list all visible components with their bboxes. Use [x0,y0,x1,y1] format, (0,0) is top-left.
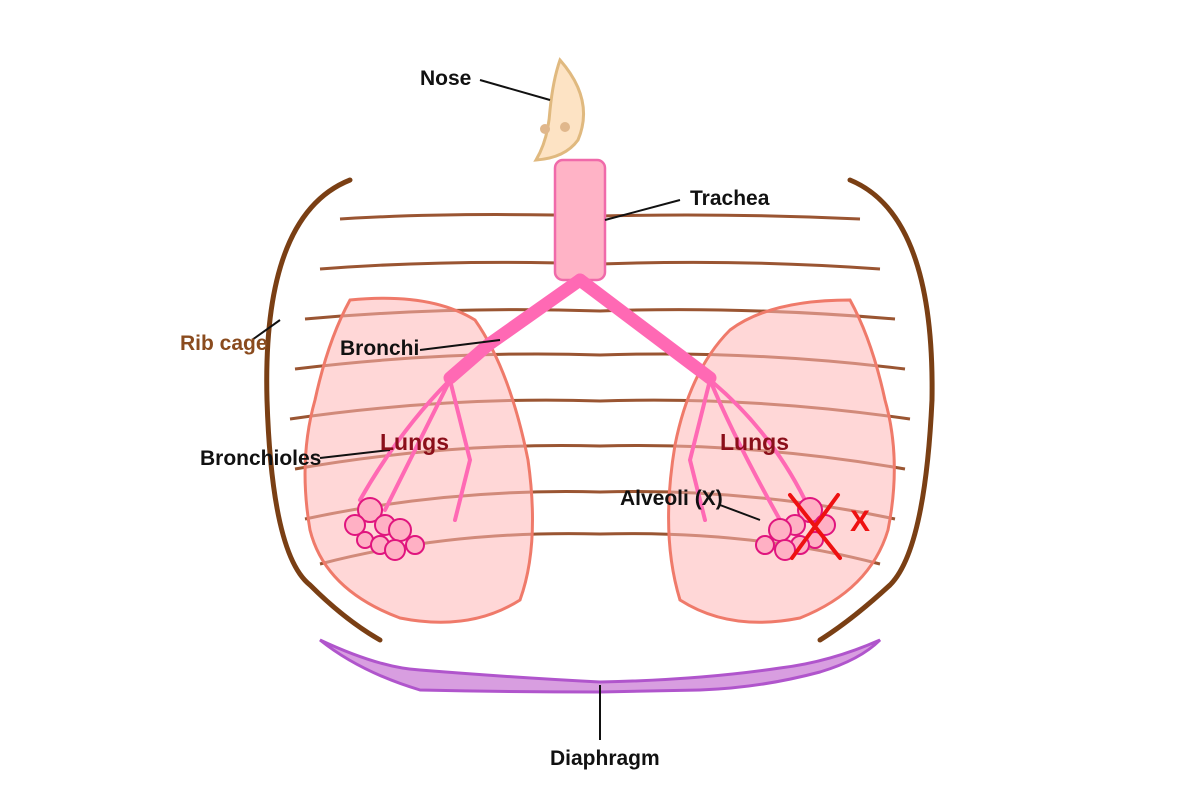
label-diaphragm: Diaphragm [550,747,660,770]
leader-nose [479,79,551,101]
leader-lines [251,79,761,740]
label-trachea: Trachea [690,187,770,210]
label-bronchioles: Bronchioles [200,447,321,470]
nose-icon [533,57,586,162]
alveolus [344,514,366,536]
left-main-bronchus-lower [443,338,495,385]
bronchiole [708,378,807,502]
alveolus [384,539,406,561]
rib-cage-right [817,177,935,643]
leader-bronchioles [319,449,391,459]
label-bronchi: Bronchi [340,337,419,360]
right-bronchioles [687,378,807,522]
bronchiole [383,378,452,512]
label-damage-mark: X [850,505,870,538]
alveolus [774,539,796,561]
left-alveoli [344,497,425,561]
bronchi [443,273,717,385]
leader-rib-cage [251,319,281,341]
label-rib-cage: Rib cage [180,332,268,355]
bronchiole [687,378,712,522]
left-bronchioles [358,378,473,522]
label-lungs-right: Lungs [720,429,789,455]
alveolus [388,518,412,542]
nostril [560,122,570,132]
left-main-bronchus [481,273,587,352]
leader-bronchi [419,339,501,351]
alveolus [405,535,425,555]
nostril [540,124,550,134]
right-main-bronchus [573,273,717,385]
bronchiole [448,378,473,522]
label-nose: Nose [420,67,471,90]
trachea [553,158,607,282]
damage-cross-icon [788,493,842,560]
diaphragm [319,638,882,694]
alveolus [357,497,383,523]
bronchiole [708,378,782,522]
bronchiole [358,378,452,502]
label-lungs-left: Lungs [380,429,449,455]
leader-alveoli [719,504,761,521]
alveolus [768,518,792,542]
leader-trachea [604,199,681,221]
alveolus [755,535,775,555]
rib-cage-left [264,177,383,643]
label-alveoli: Alveoli (X) [620,487,723,510]
